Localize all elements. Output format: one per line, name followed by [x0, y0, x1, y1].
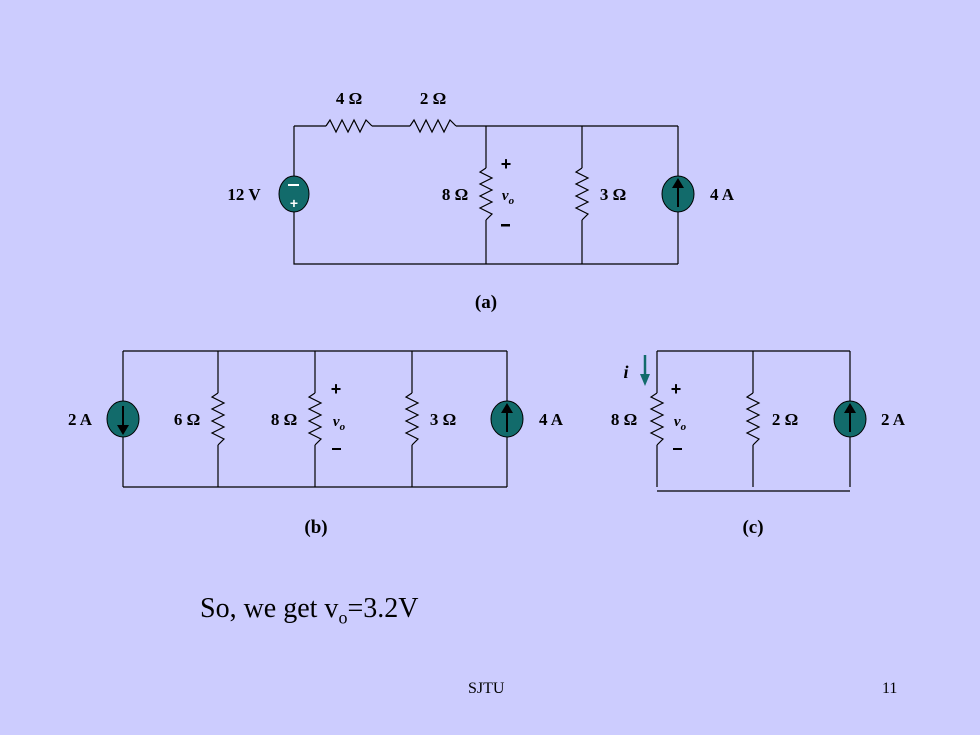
plus-sign-vo: +	[331, 379, 342, 399]
label-r2: 2 Ω	[772, 410, 798, 429]
circuit-b: 2 A 6 Ω 8 Ω + vo 3 Ω 4 A (b)	[68, 350, 564, 538]
resistor-3ohm	[574, 167, 590, 221]
resistor-2ohm	[409, 118, 457, 134]
resistor-2ohm	[745, 392, 761, 446]
minus-sign-vo	[673, 448, 682, 450]
label-r1: 6 Ω	[174, 410, 200, 429]
plus-sign-vo: +	[501, 154, 512, 174]
conclusion-prefix: So, we get v	[200, 593, 339, 624]
label-r1: 4 Ω	[336, 89, 362, 108]
label-r-mid: 8 Ω	[442, 185, 468, 204]
label-vo: vo	[502, 188, 515, 207]
circuit-c: i 8 Ω + vo 2 Ω 2 A (c)	[611, 350, 906, 538]
circuit-diagrams: + 4 Ω 2 Ω 12 V 8 Ω + vo 3 Ω 4 A (a)	[68, 89, 906, 538]
label-vs: 12 V	[227, 185, 261, 204]
minus-sign-vo	[332, 448, 341, 450]
current-source-2a-up	[833, 400, 867, 438]
resistor-6ohm	[210, 392, 226, 446]
circuit-b-wires	[122, 350, 508, 488]
current-arrow-down	[640, 355, 650, 386]
label-is: 4 A	[710, 185, 735, 204]
conclusion-subscript: o	[338, 607, 348, 628]
label-r3: 3 Ω	[430, 410, 456, 429]
label-r3: 3 Ω	[600, 185, 626, 204]
minus-sign-vo	[501, 224, 510, 227]
current-source-4a-up	[490, 400, 524, 438]
label-current: i	[623, 362, 628, 382]
label-vo: vo	[674, 414, 687, 433]
caption-c: (c)	[742, 517, 763, 538]
svg-text:+: +	[290, 195, 298, 211]
label-r1: 8 Ω	[611, 410, 637, 429]
circuit-c-wires	[656, 350, 851, 492]
label-is-left: 2 A	[68, 410, 93, 429]
conclusion-text: So, we get vo=3.2V	[200, 593, 418, 629]
circuit-a: + 4 Ω 2 Ω 12 V 8 Ω + vo 3 Ω 4 A (a)	[227, 89, 734, 313]
label-r2: 2 Ω	[420, 89, 446, 108]
current-source-4a-up	[661, 175, 695, 213]
circuit-a-wires	[293, 125, 679, 265]
plus-sign-vo: +	[671, 379, 682, 399]
caption-a: (a)	[475, 292, 497, 313]
label-r2: 8 Ω	[271, 410, 297, 429]
label-is-right: 4 A	[539, 410, 564, 429]
conclusion-suffix: =3.2V	[347, 593, 419, 624]
label-vo: vo	[333, 414, 346, 433]
page-number: 11	[882, 680, 898, 697]
footer-org: SJTU	[468, 680, 505, 697]
current-source-2a-down	[106, 400, 140, 438]
resistor-8ohm	[307, 392, 323, 446]
resistor-8ohm	[649, 392, 665, 446]
resistor-8ohm	[478, 167, 494, 221]
resistor-4ohm	[325, 118, 373, 134]
caption-b: (b)	[304, 517, 327, 538]
label-is: 2 A	[881, 410, 906, 429]
resistor-3ohm	[404, 392, 420, 446]
voltage-source-12v: +	[278, 175, 310, 213]
